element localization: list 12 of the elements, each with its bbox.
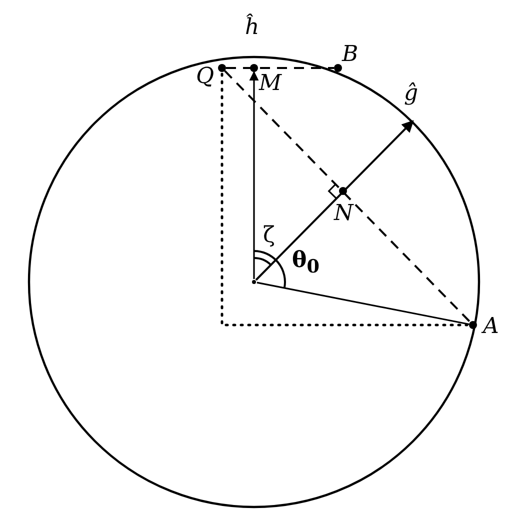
vector-label: ĝ: [404, 82, 418, 106]
dashed-line: [226, 67, 334, 69]
point-label: M: [259, 73, 282, 95]
point-label: A: [483, 316, 499, 338]
vector-label: ĥ: [245, 16, 260, 40]
line: [249, 71, 259, 279]
line: [256, 282, 470, 326]
angle-label: θ$_{0}$: [292, 248, 320, 280]
point-label: N: [334, 203, 354, 225]
point-label: Q: [196, 66, 214, 88]
angle-label: ζ: [263, 224, 275, 248]
point-label: B: [342, 44, 358, 66]
